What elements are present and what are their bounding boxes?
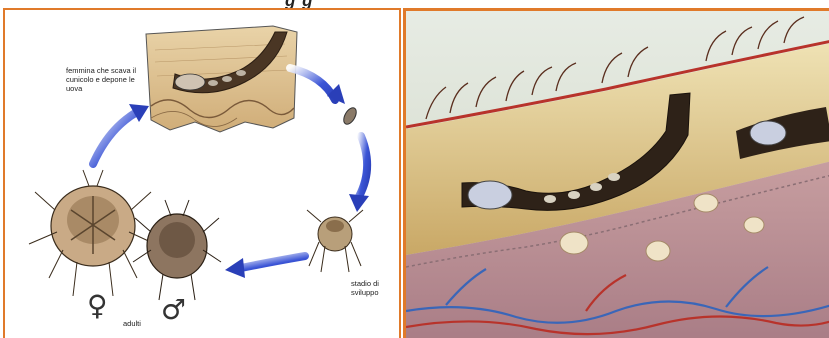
developmental-stage-label: stadio di sviluppo: [351, 279, 391, 297]
arrow-head: [349, 194, 369, 212]
mite-in-burrow: [468, 181, 512, 209]
adult-male-mite: [133, 200, 221, 300]
egg: [568, 191, 580, 199]
skin-cross-section-panel: [403, 8, 829, 338]
egg: [608, 173, 620, 181]
developing-mite: [307, 210, 363, 272]
female-burrow-label: femmina che scava il cunicolo e depone l…: [66, 66, 144, 93]
female-symbol: ♀: [87, 292, 108, 320]
egg: [590, 183, 602, 191]
adults-label: adulti: [123, 319, 141, 328]
male-symbol: ♂: [161, 296, 186, 324]
burrowing-female: [175, 74, 205, 90]
skin-cross-section-drawing: [406, 11, 829, 338]
egg: [544, 195, 556, 203]
follicle-bulb: [744, 217, 764, 233]
follicle-bulb: [646, 241, 670, 261]
arrow-head: [225, 258, 245, 278]
follicle-bulb: [694, 194, 718, 212]
egg: [208, 80, 218, 86]
egg: [236, 70, 246, 76]
adult-female-mite: [29, 170, 155, 296]
burrow-skin-block: [146, 26, 297, 132]
follicle-bulb: [560, 232, 588, 254]
egg: [222, 76, 232, 82]
life-cycle-panel: femmina che scava il cunicolo e depone l…: [3, 8, 401, 338]
life-cycle-drawing: [5, 10, 401, 338]
egg-stage: [341, 106, 359, 127]
mite-in-burrow: [750, 121, 786, 145]
